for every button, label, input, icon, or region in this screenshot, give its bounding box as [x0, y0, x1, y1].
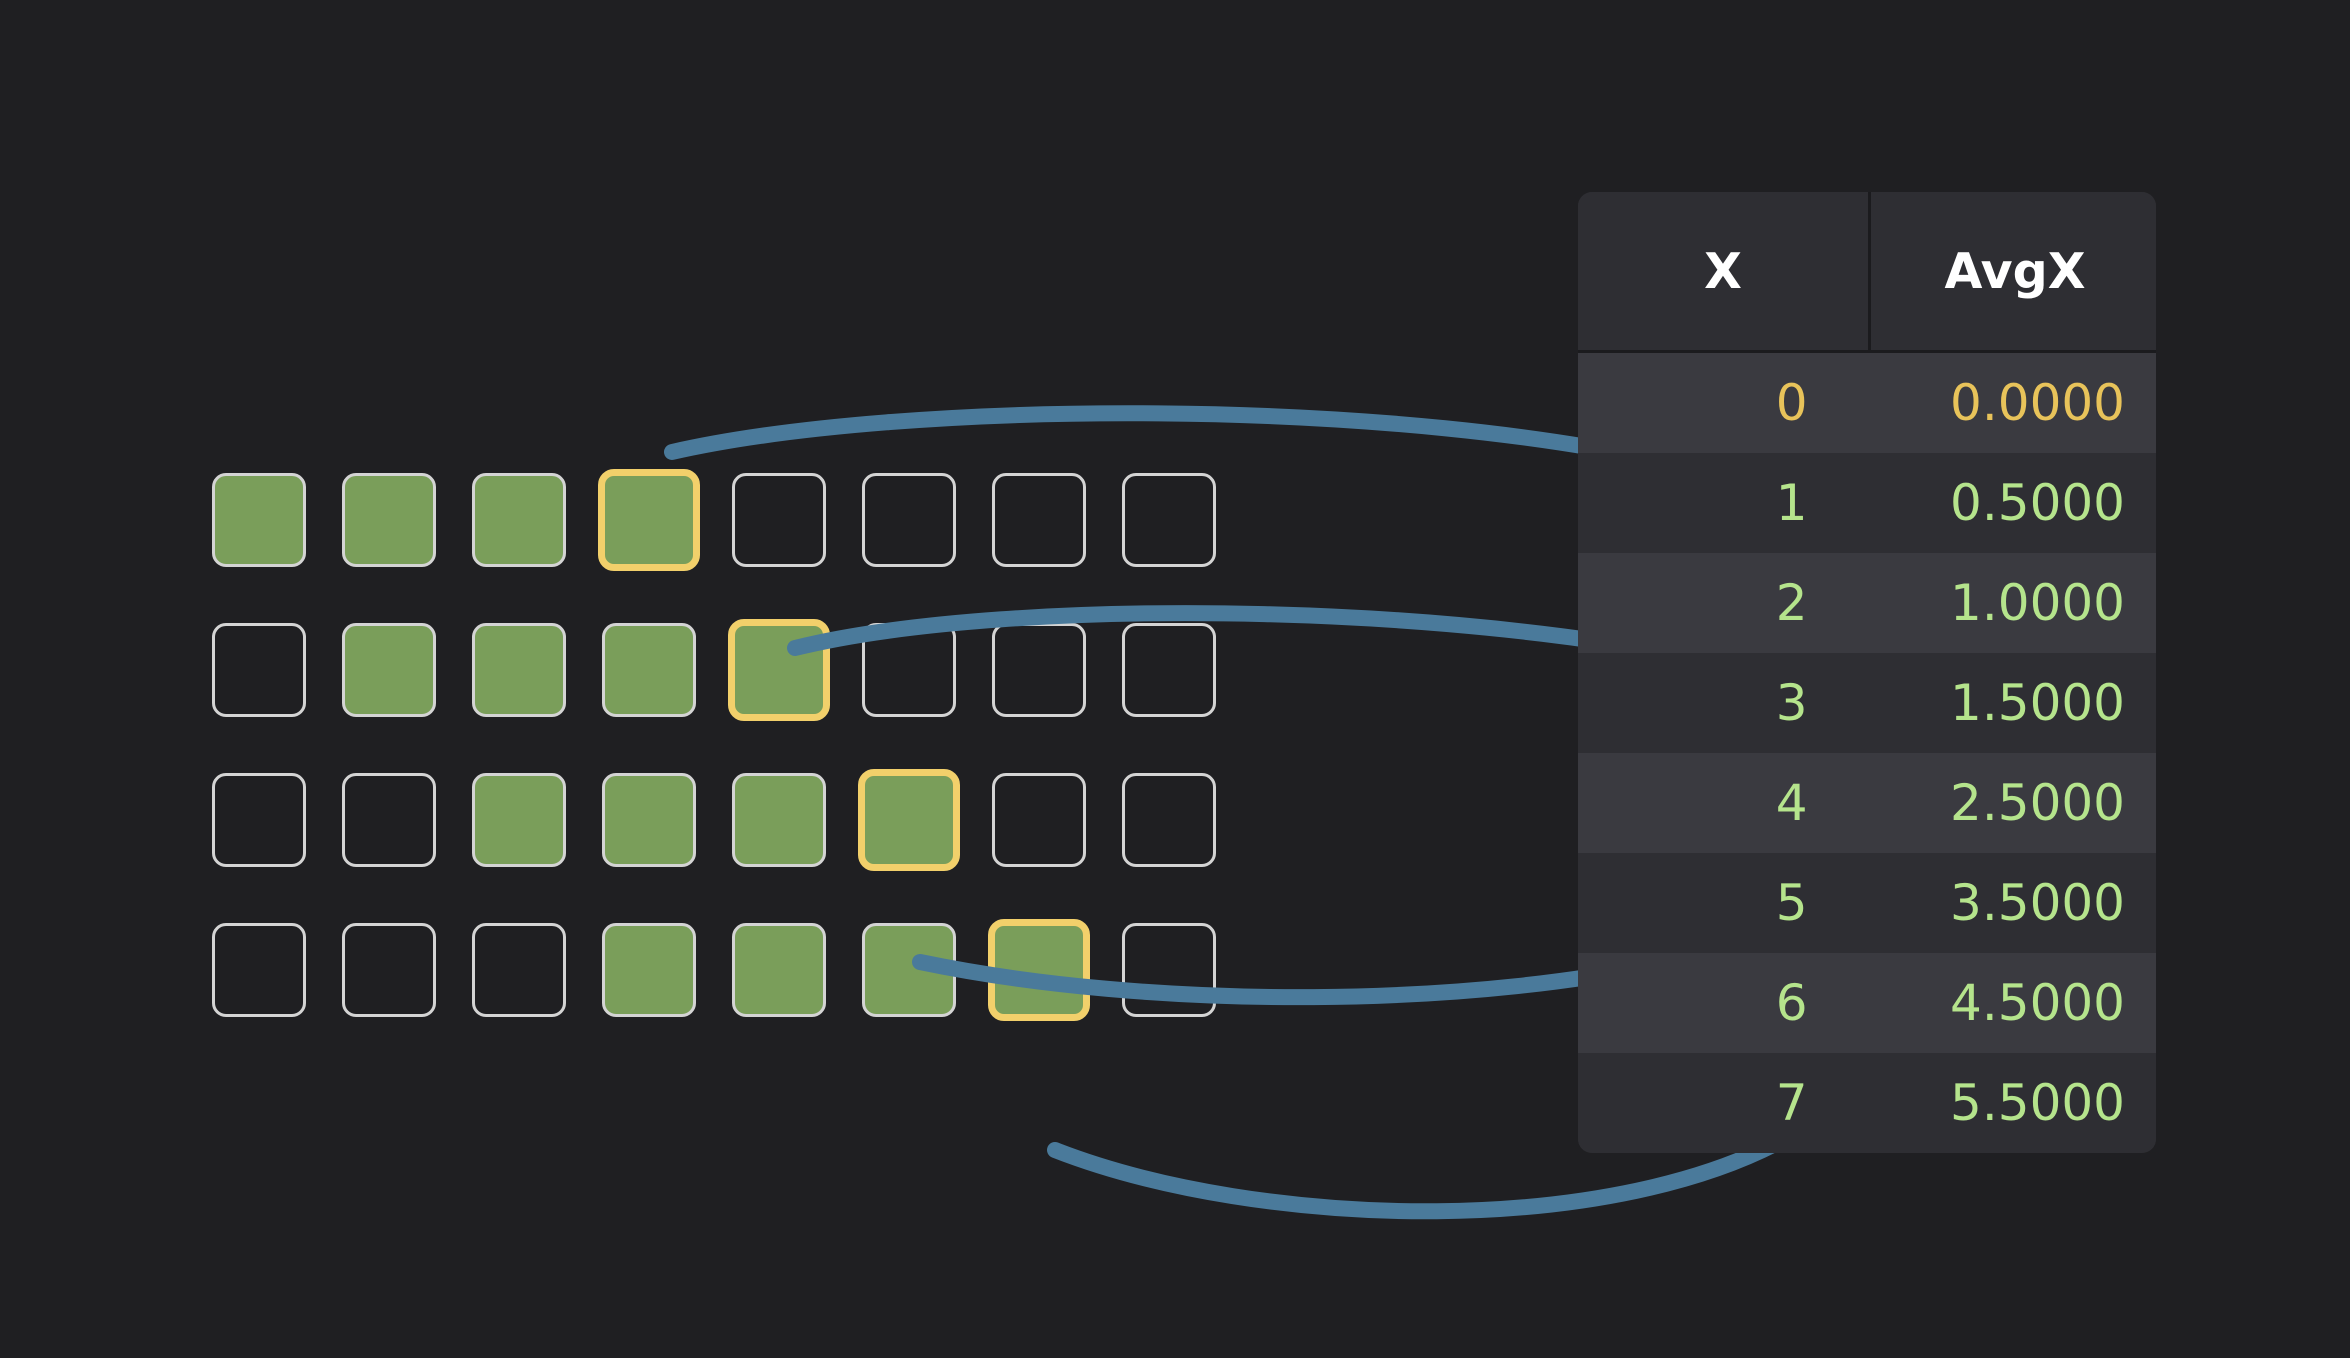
window-cell-empty-r0c5[interactable] [862, 473, 956, 567]
window-cell-empty-r0c7[interactable] [1122, 473, 1216, 567]
window-cell-empty-r0c6[interactable] [992, 473, 1086, 567]
window-cell-empty-r2c1[interactable] [342, 773, 436, 867]
window-cell-filled-r1c2[interactable] [472, 623, 566, 717]
window-cell-filled-r3c4[interactable] [732, 923, 826, 1017]
window-cell-filled-r0c2[interactable] [472, 473, 566, 567]
cell-avgx-7: 5.5000 [1869, 1053, 2156, 1153]
table-header: X AvgX [1578, 192, 2156, 353]
window-cell-filled-r3c3[interactable] [602, 923, 696, 1017]
cell-x-5: 5 [1578, 853, 1870, 953]
column-header-avgx: AvgX [1868, 192, 2156, 353]
window-cell-empty-r3c7[interactable] [1122, 923, 1216, 1017]
cell-avgx-2: 1.0000 [1869, 553, 2156, 653]
window-cell-empty-r1c7[interactable] [1122, 623, 1216, 717]
cell-x-3: 3 [1578, 653, 1870, 753]
window-cell-filled-r2c4[interactable] [732, 773, 826, 867]
window-cell-empty-r0c4[interactable] [732, 473, 826, 567]
window-cell-filled-r0c0[interactable] [212, 473, 306, 567]
cell-avgx-4: 2.5000 [1869, 753, 2156, 853]
cell-x-0: 0 [1578, 351, 1870, 453]
window-cell-filled-r3c5[interactable] [862, 923, 956, 1017]
cell-avgx-6: 4.5000 [1869, 953, 2156, 1053]
column-header-x: X [1578, 192, 1870, 353]
window-cell-empty-r2c7[interactable] [1122, 773, 1216, 867]
window-cell-filled-r1c1[interactable] [342, 623, 436, 717]
window-cell-empty-r2c0[interactable] [212, 773, 306, 867]
window-cell-empty-r1c6[interactable] [992, 623, 1086, 717]
window-cell-empty-r2c6[interactable] [992, 773, 1086, 867]
window-cell-empty-r3c1[interactable] [342, 923, 436, 1017]
window-cell-highlighted-r2c5[interactable] [858, 769, 960, 871]
cell-avgx-3: 1.5000 [1869, 653, 2156, 753]
cell-x-7: 7 [1578, 1053, 1870, 1153]
window-cell-empty-r3c0[interactable] [212, 923, 306, 1017]
window-cell-empty-r1c5[interactable] [862, 623, 956, 717]
cell-x-1: 1 [1578, 453, 1870, 553]
window-cell-empty-r1c0[interactable] [212, 623, 306, 717]
window-cell-filled-r1c3[interactable] [602, 623, 696, 717]
window-cell-filled-r2c3[interactable] [602, 773, 696, 867]
window-cell-highlighted-r3c6[interactable] [988, 919, 1090, 1021]
window-cell-filled-r0c1[interactable] [342, 473, 436, 567]
cell-avgx-5: 3.5000 [1869, 853, 2156, 953]
cell-x-4: 4 [1578, 753, 1870, 853]
table-header-row: X AvgX [1578, 192, 2156, 353]
window-cell-empty-r3c2[interactable] [472, 923, 566, 1017]
cell-avgx-0: 0.0000 [1869, 351, 2156, 453]
cell-x-2: 2 [1578, 553, 1870, 653]
window-cell-highlighted-r1c4[interactable] [728, 619, 830, 721]
window-cell-highlighted-r0c3[interactable] [598, 469, 700, 571]
window-cell-filled-r2c2[interactable] [472, 773, 566, 867]
cell-x-6: 6 [1578, 953, 1870, 1053]
cell-avgx-1: 0.5000 [1869, 453, 2156, 553]
